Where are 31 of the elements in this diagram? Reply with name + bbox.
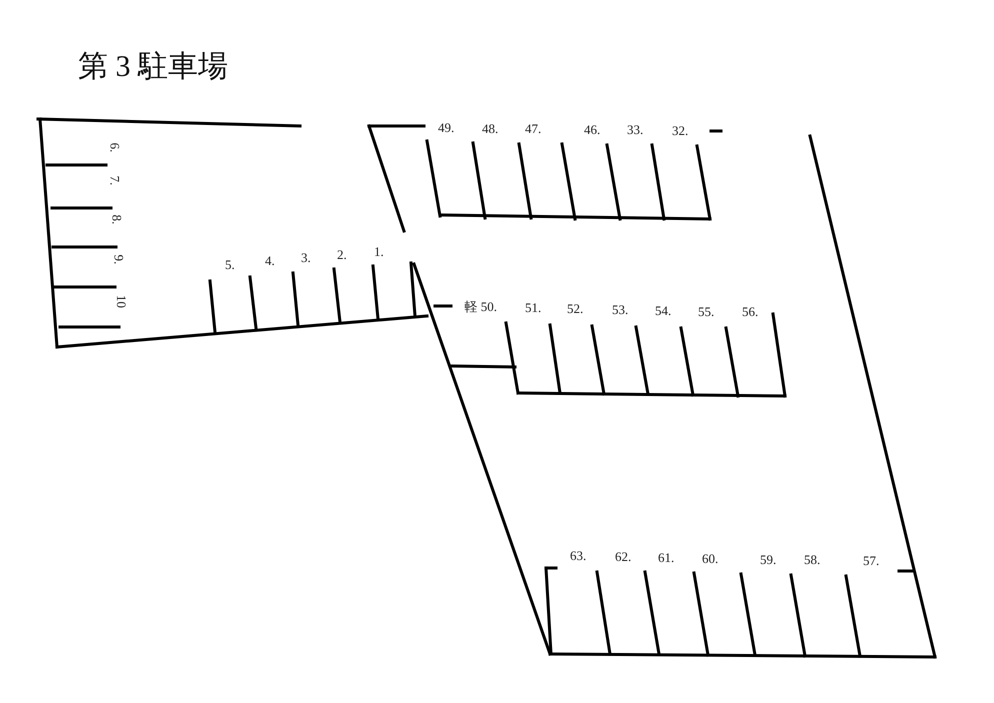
space-number: 51.: [525, 300, 542, 314]
page-title: 第 3 駐車場: [78, 52, 228, 82]
space-number: 8.: [110, 214, 124, 224]
space-number: 63.: [570, 548, 586, 562]
space-number: 5.: [225, 258, 235, 270]
space-number: 2.: [337, 248, 347, 260]
space-number: 55.: [698, 304, 714, 318]
space-number: 7.: [108, 175, 122, 185]
space-number: 53.: [612, 302, 628, 316]
space-number: 56.: [742, 304, 758, 318]
space-number: 62.: [615, 550, 632, 562]
space-number: 軽 50.: [464, 300, 497, 312]
space-number: 9.: [112, 254, 126, 264]
space-number: 61.: [658, 550, 674, 564]
space-number: 48.: [482, 122, 498, 134]
space-number: 3.: [301, 250, 311, 264]
space-number: 6.: [108, 142, 122, 152]
space-number: 10: [114, 294, 128, 308]
space-number: 33.: [627, 122, 644, 136]
space-number: 32.: [672, 124, 688, 136]
space-number: 60.: [702, 552, 718, 564]
space-number: 54.: [655, 304, 672, 316]
space-number: 47.: [525, 122, 542, 134]
space-number: 59.: [760, 552, 776, 566]
space-number: 52.: [567, 302, 584, 314]
space-number: 4.: [265, 254, 275, 266]
space-number: 58.: [804, 552, 820, 566]
space-number: 46.: [584, 122, 600, 136]
space-number: 57.: [863, 554, 880, 566]
space-number: 49.: [438, 120, 454, 134]
space-number: 1.: [374, 244, 384, 258]
